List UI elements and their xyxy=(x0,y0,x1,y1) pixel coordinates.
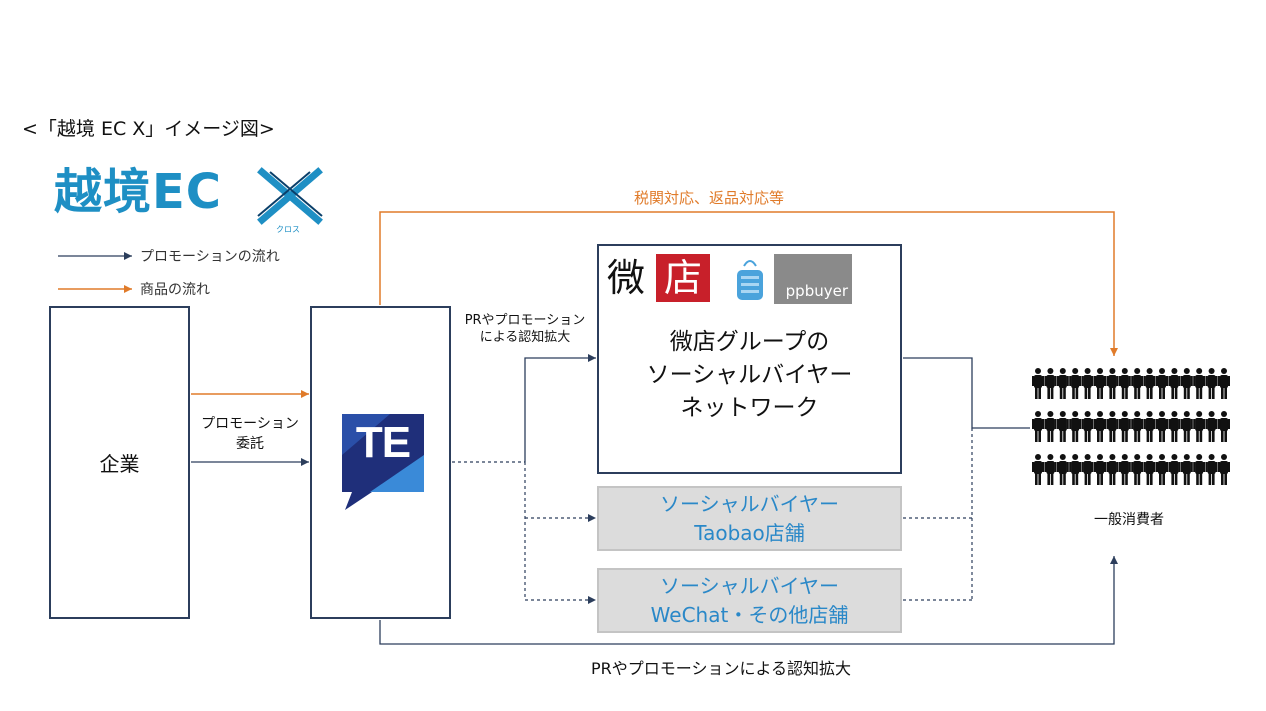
person-icon xyxy=(1056,454,1069,485)
person-icon xyxy=(1131,368,1144,399)
person-icon xyxy=(1106,454,1119,485)
person-icon xyxy=(1131,411,1144,442)
person-icon xyxy=(1168,454,1181,485)
person-icon xyxy=(1180,368,1193,399)
weidian-brand-char: 微 xyxy=(607,256,646,300)
wechat-store-box: ソーシャルバイヤー WeChat・その他店舗 xyxy=(597,568,902,633)
person-icon xyxy=(1094,411,1106,442)
bottom-pr-label: PRやプロモーションによる認知拡大 xyxy=(591,659,851,678)
figure-caption: <「越境 EC X」イメージ図> xyxy=(22,118,275,140)
weidian-network-title: 微店グループの ソーシャルバイヤー ネットワーク xyxy=(599,326,900,425)
person-icon xyxy=(1193,454,1206,485)
person-icon xyxy=(1032,454,1044,485)
person-icon xyxy=(1131,454,1144,485)
brand-logo-text: 越境EC xyxy=(54,164,223,220)
consumers-label: 一般消費者 xyxy=(1094,512,1164,528)
weidian-brand-badge: 店 xyxy=(656,254,710,302)
person-icon xyxy=(1081,411,1094,442)
person-icon xyxy=(1205,454,1218,485)
person-icon xyxy=(1156,368,1168,399)
person-icon xyxy=(1056,368,1069,399)
person-icon xyxy=(1094,368,1106,399)
person-icon xyxy=(1081,454,1094,485)
wechat-line2: WeChat・その他店舗 xyxy=(650,603,849,627)
person-icon xyxy=(1218,368,1230,399)
person-icon xyxy=(1218,454,1230,485)
person-icon xyxy=(1118,454,1131,485)
person-icon xyxy=(1205,368,1218,399)
person-icon xyxy=(1156,411,1168,442)
person-icon xyxy=(1106,368,1119,399)
person-icon xyxy=(1044,454,1057,485)
promotion-request-line2: 委託 xyxy=(236,436,264,452)
person-icon xyxy=(1106,411,1119,442)
person-icon xyxy=(1193,411,1206,442)
person-icon xyxy=(1118,411,1131,442)
company-label: 企業 xyxy=(99,452,140,476)
person-icon xyxy=(1143,454,1156,485)
promotion-request-line1: プロモーション xyxy=(201,416,299,432)
person-icon xyxy=(1180,454,1193,485)
legend-promotion-label: プロモーションの流れ xyxy=(140,249,280,265)
person-icon xyxy=(1032,411,1044,442)
person-icon xyxy=(1081,368,1094,399)
taobao-store-box: ソーシャルバイヤー Taobao店舗 xyxy=(597,486,902,551)
legend-product-label: 商品の流れ xyxy=(140,282,210,298)
wechat-line1: ソーシャルバイヤー xyxy=(660,574,839,598)
promotion-request-label: プロモーション 委託 xyxy=(194,414,306,454)
weidian-title-line2: ソーシャルバイヤー xyxy=(646,362,853,388)
person-icon xyxy=(1056,411,1069,442)
te-logo-text: TE xyxy=(355,418,411,467)
brand-logo-kana: クロス xyxy=(276,225,300,234)
person-icon xyxy=(1205,411,1218,442)
person-icon xyxy=(1143,368,1156,399)
person-icon xyxy=(1094,454,1106,485)
person-icon xyxy=(1218,411,1230,442)
weidian-title-line1: 微店グループの xyxy=(669,329,830,355)
taobao-line2: Taobao店舗 xyxy=(694,521,805,545)
person-icon xyxy=(1193,368,1206,399)
customs-returns-label: 税関対応、返品対応等 xyxy=(634,189,785,207)
weidian-title-line3: ネットワーク xyxy=(680,395,819,421)
pr-small-line2: による認知拡大 xyxy=(479,330,571,345)
company-box: 企業 xyxy=(49,306,190,619)
person-icon xyxy=(1044,411,1057,442)
pr-awareness-small-label: PRやプロモーション による認知拡大 xyxy=(455,312,595,346)
person-icon xyxy=(1180,411,1193,442)
person-icon xyxy=(1032,368,1044,399)
taobao-line1: ソーシャルバイヤー xyxy=(660,492,839,516)
person-icon xyxy=(1156,454,1168,485)
person-icon xyxy=(1168,368,1181,399)
te-to-weidian-arrow xyxy=(524,354,596,462)
person-icon xyxy=(1118,368,1131,399)
ppbuyer-logo: ppbuyer xyxy=(774,254,852,304)
person-icon xyxy=(1143,411,1156,442)
person-icon xyxy=(1069,454,1082,485)
person-icon xyxy=(1069,411,1082,442)
person-icon xyxy=(1044,368,1057,399)
person-icon xyxy=(1069,368,1082,399)
pr-small-line1: PRやプロモーション xyxy=(464,313,586,328)
person-icon xyxy=(1168,411,1181,442)
